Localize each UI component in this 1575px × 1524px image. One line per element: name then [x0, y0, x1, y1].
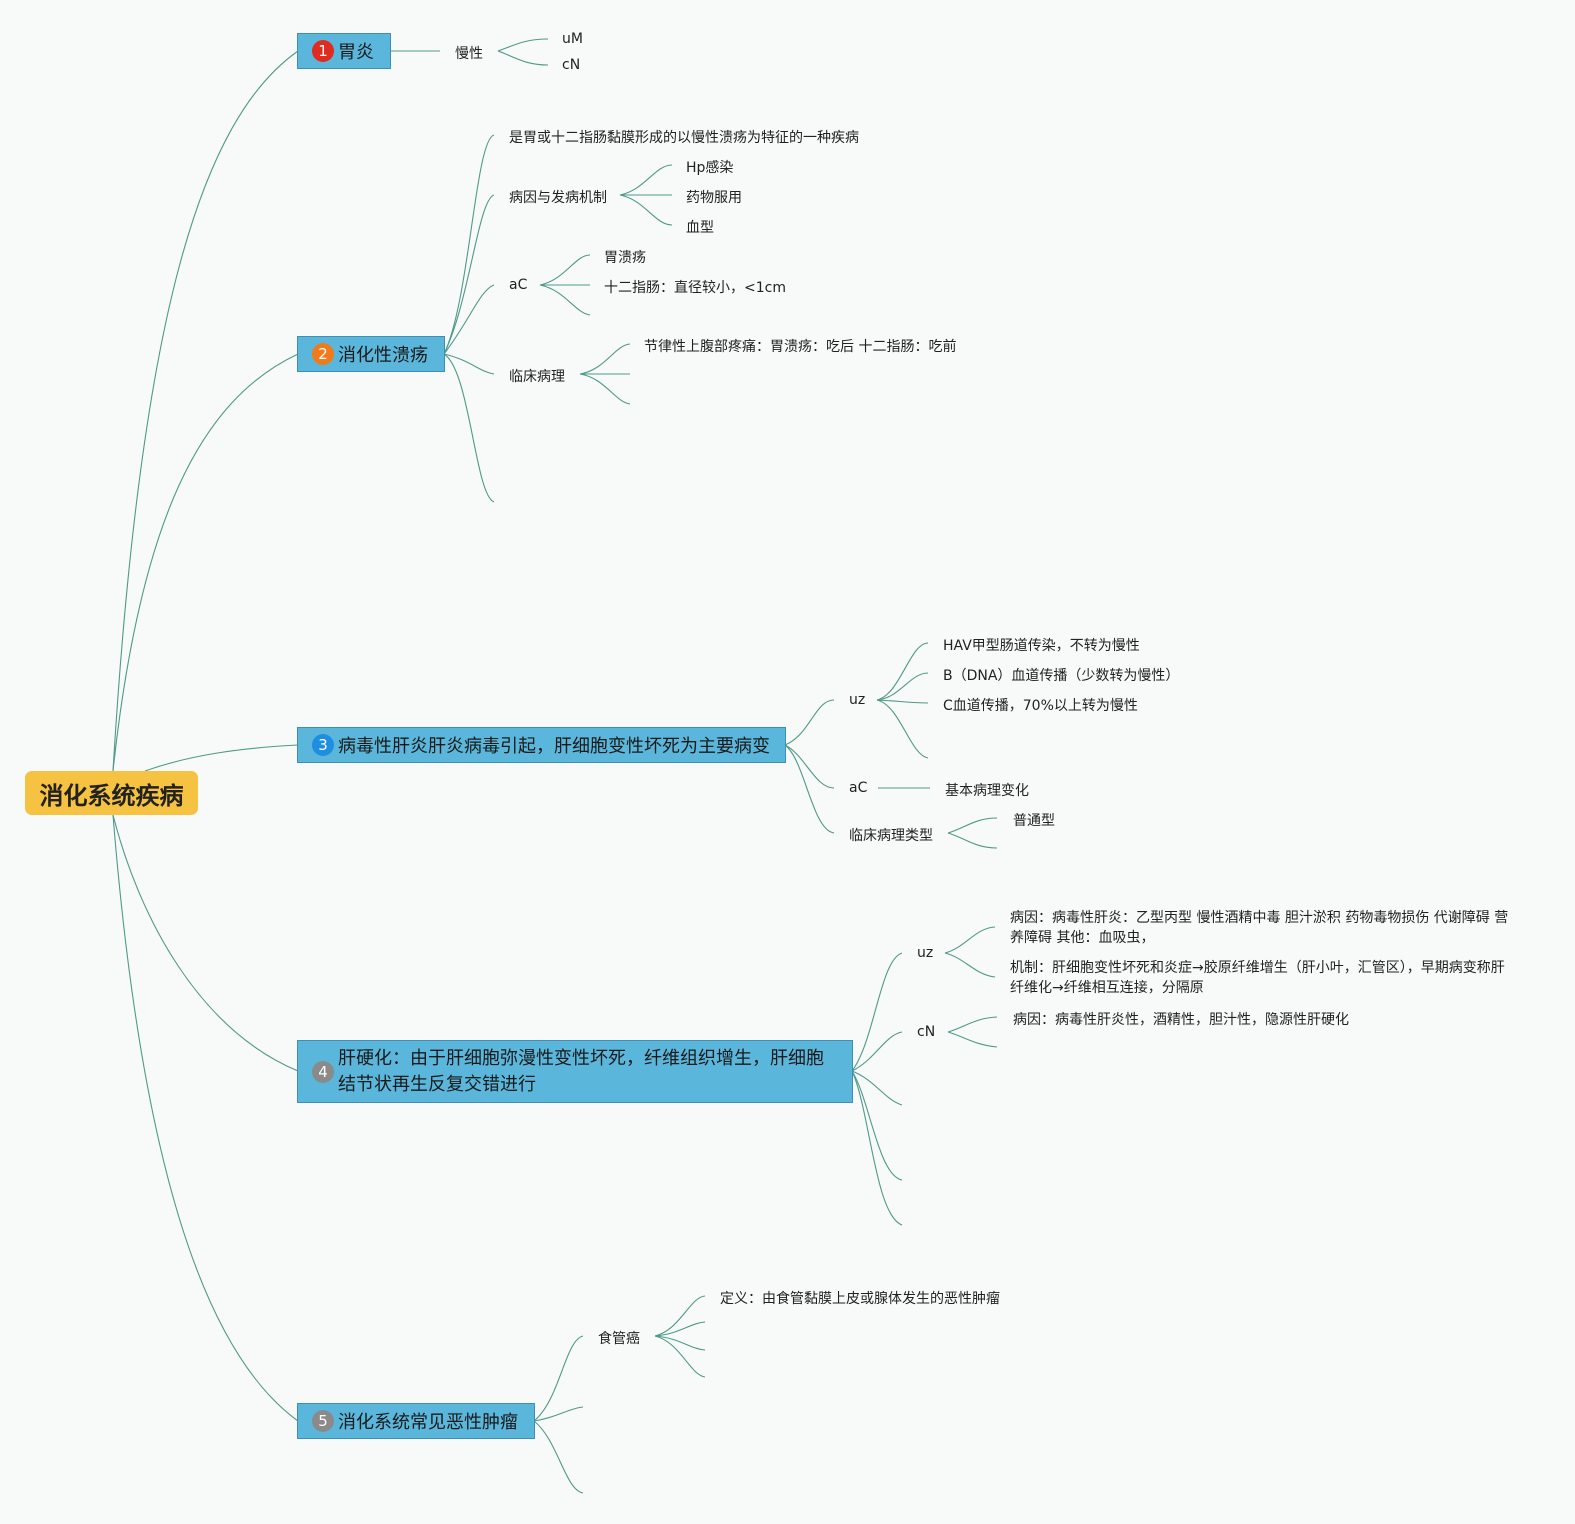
topic-leaf[interactable]: 基本病理变化: [945, 783, 1029, 799]
branch-malignant-tumors[interactable]: 5 消化系统常见恶性肿瘤: [297, 1403, 535, 1439]
connector: [533, 1406, 584, 1422]
connector: [443, 353, 495, 375]
topic-leaf[interactable]: B（DNA）血道传播（少数转为慢性）: [943, 668, 1180, 684]
connector: [784, 699, 835, 746]
connector: [947, 832, 998, 849]
topic-leaf[interactable]: 节律性上腹部疼痛：胃溃疡：吃后 十二指肠：吃前: [644, 339, 957, 355]
branch-peptic-ulcer[interactable]: 2 消化性溃疡: [297, 336, 445, 372]
connector: [539, 284, 591, 316]
connector: [539, 254, 591, 286]
topic-leaf[interactable]: 血型: [686, 220, 714, 236]
branch-label: 胃炎: [338, 42, 374, 63]
topic-ac[interactable]: aC: [849, 780, 868, 796]
number-badge-4: 4: [312, 1060, 334, 1083]
connector: [851, 1070, 903, 1106]
topic-leaf[interactable]: 胃溃疡: [604, 250, 646, 266]
connector: [579, 373, 631, 405]
branch-label: 消化性溃疡: [338, 345, 428, 366]
connector: [497, 38, 549, 52]
connector: [654, 1335, 706, 1378]
connector: [497, 50, 549, 66]
connector: [654, 1321, 706, 1337]
number-badge-3: 3: [312, 734, 334, 756]
number-badge-2: 2: [312, 343, 334, 365]
topic-leaf[interactable]: uM: [562, 31, 583, 47]
topic-leaf[interactable]: Hp感染: [686, 160, 734, 176]
connector: [784, 744, 835, 834]
topic-clinical[interactable]: 临床病理: [509, 369, 565, 385]
topic-leaf[interactable]: HAV甲型肠道传染，不转为慢性: [943, 638, 1140, 654]
connector: [112, 353, 299, 772]
topic-ac[interactable]: aC: [509, 277, 528, 293]
topic-uz[interactable]: uz: [849, 692, 866, 708]
connector: [443, 194, 495, 355]
topic-chronic[interactable]: 慢性: [455, 46, 483, 62]
connector: [944, 926, 996, 954]
connector: [654, 1295, 706, 1337]
branch-label: 病毒性肝炎肝炎病毒引起，肝细胞变性坏死为主要病变: [338, 736, 770, 757]
connector: [654, 1335, 706, 1351]
connector: [619, 164, 673, 196]
branch-label: 消化系统常见恶性肿瘤: [338, 1412, 518, 1433]
connector: [947, 1016, 998, 1033]
root-topic[interactable]: 消化系统疾病: [25, 771, 198, 815]
connector: [876, 672, 929, 701]
topic-leaf[interactable]: 病因：病毒性肝炎性，酒精性，胆汁性，隐源性肝硬化: [1013, 1012, 1349, 1028]
topic-leaf[interactable]: 普通型: [1013, 813, 1055, 829]
connector: [579, 343, 631, 375]
number-badge-1: 1: [312, 40, 334, 62]
connector: [851, 1031, 903, 1072]
connector: [443, 134, 495, 355]
topic-leaf[interactable]: 机制：肝细胞变性坏死和炎症→胶原纤维增生（肝小叶，汇管区），早期病变称肝纤维化→…: [1010, 960, 1505, 996]
topic-cn[interactable]: cN: [917, 1024, 936, 1040]
topic-leaf[interactable]: cN: [562, 57, 581, 73]
connector: [876, 642, 929, 701]
connector: [112, 814, 299, 1422]
topic-esophageal-cancer[interactable]: 食管癌: [598, 1331, 640, 1347]
topic-uz[interactable]: uz: [917, 945, 934, 961]
topic-leaf[interactable]: C血道传播，70%以上转为慢性: [943, 698, 1138, 714]
connector: [947, 817, 998, 834]
connector: [112, 50, 299, 772]
topic-leaf[interactable]: 病因：病毒性肝炎：乙型丙型 慢性酒精中毒 胆汁淤积 药物毒物损伤 代谢障碍 营养…: [1010, 910, 1509, 946]
connector: [944, 952, 996, 978]
connector: [443, 284, 495, 355]
topic-leaf[interactable]: 药物服用: [686, 190, 742, 206]
topic-etiology[interactable]: 病因与发病机制: [509, 190, 607, 206]
topic-leaf[interactable]: 十二指肠：直径较小，<1cm: [604, 280, 786, 296]
connector: [851, 1070, 903, 1181]
connector: [619, 194, 673, 226]
topic-clinical-types[interactable]: 临床病理类型: [849, 828, 933, 844]
connector: [533, 1420, 584, 1494]
topic-definition[interactable]: 是胃或十二指肠黏膜形成的以慢性溃疡为特征的一种疾病: [509, 130, 859, 146]
connector: [112, 814, 299, 1072]
topic-leaf[interactable]: 定义：由食管黏膜上皮或腺体发生的恶性肿瘤: [720, 1291, 1000, 1307]
connector: [851, 952, 903, 1072]
connector: [947, 1031, 998, 1048]
connector: [876, 699, 929, 704]
connector: [144, 744, 299, 772]
branch-label: 肝硬化：由于肝细胞弥漫性变性坏死，纤维组织增生，肝细胞结节状再生反复交错进行: [338, 1047, 824, 1095]
branch-viral-hepatitis[interactable]: 3 病毒性肝炎肝炎病毒引起，肝细胞变性坏死为主要病变: [297, 727, 786, 763]
branch-gastritis[interactable]: 1 胃炎: [297, 33, 391, 69]
connector: [851, 1070, 903, 1226]
connector: [533, 1335, 584, 1422]
branch-cirrhosis[interactable]: 4 肝硬化：由于肝细胞弥漫性变性坏死，纤维组织增生，肝细胞结节状再生反复交错进行: [297, 1040, 853, 1103]
connector: [876, 699, 929, 759]
connector: [443, 353, 495, 503]
connector: [784, 744, 835, 789]
number-badge-5: 5: [312, 1410, 334, 1432]
